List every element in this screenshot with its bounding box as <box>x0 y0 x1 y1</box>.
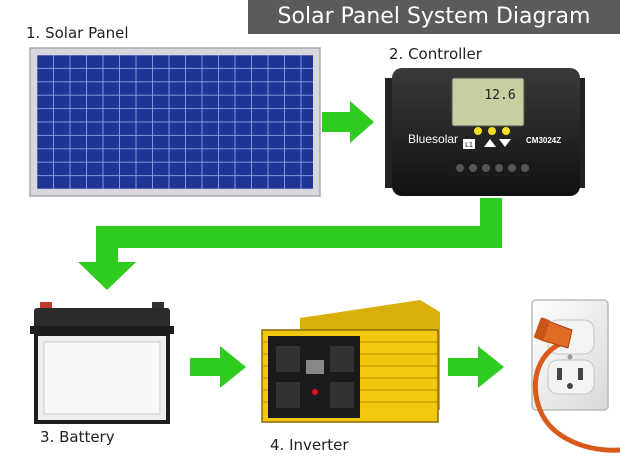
controller-up-icon <box>484 139 496 147</box>
controller-lcd <box>451 77 525 127</box>
inverter-outlet-1 <box>276 346 300 372</box>
controller-image: 12.6 Bluesolar CM3024Z L1 <box>385 68 585 196</box>
arrow-inverter-to-outlet <box>448 346 504 388</box>
controller-label: 2. Controller <box>389 45 482 63</box>
arrow-panel-to-controller <box>322 101 374 143</box>
controller-button-2 <box>488 127 496 135</box>
diagram-title: Solar Panel System Diagram <box>248 0 620 34</box>
inverter-outlet-2 <box>330 346 354 372</box>
battery-negative-terminal <box>152 302 164 310</box>
arrow-controller-to-battery <box>78 198 502 290</box>
inverter-power-light <box>312 389 318 395</box>
inverter-outlet-3 <box>276 382 300 408</box>
controller-display-value: 12.6 <box>484 88 515 103</box>
plug-cord-image <box>532 317 620 453</box>
solar-panel-image <box>29 47 321 197</box>
controller-button-1 <box>474 127 482 135</box>
battery-image <box>30 302 174 424</box>
controller-model: CM3024Z <box>526 136 561 145</box>
controller-brand: Bluesolar <box>408 132 458 146</box>
solar-panel-label: 1. Solar Panel <box>26 24 129 42</box>
battery-label: 3. Battery <box>40 428 115 446</box>
inverter-label: 4. Inverter <box>270 436 349 454</box>
inverter-outlet-4 <box>330 382 354 408</box>
inverter-usb-ports <box>306 360 324 374</box>
arrow-battery-to-inverter <box>190 346 246 388</box>
controller-button-3 <box>502 127 510 135</box>
inverter-image <box>261 300 440 423</box>
controller-l1-button: L1 <box>465 142 473 149</box>
battery-positive-terminal <box>40 302 52 310</box>
controller-down-icon <box>499 139 511 147</box>
